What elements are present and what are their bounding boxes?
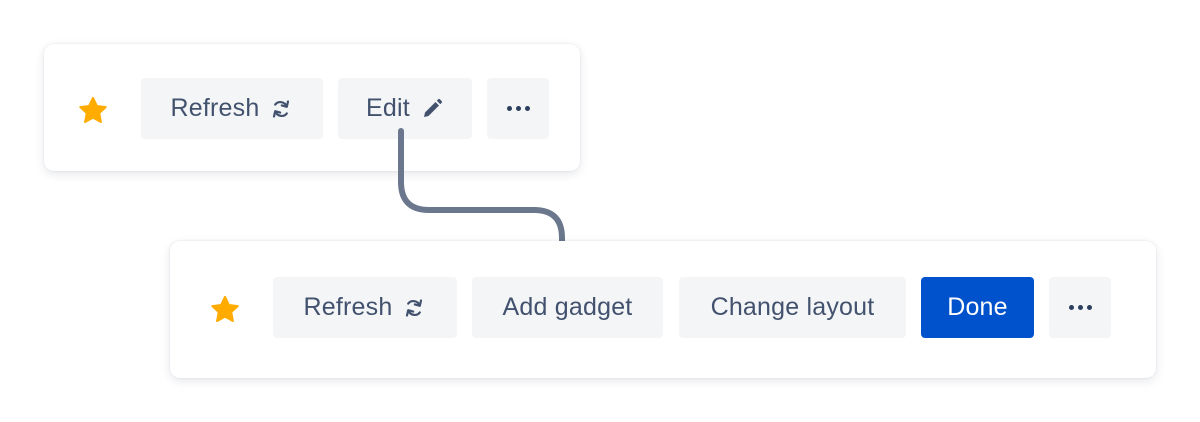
more-icon (506, 106, 530, 111)
edit-button-label: Edit (366, 94, 410, 122)
refresh-icon (273, 99, 290, 118)
refresh-icon (406, 298, 423, 317)
done-button[interactable]: Done (921, 277, 1034, 338)
refresh-button-label: Refresh (303, 293, 393, 321)
pencil-icon (423, 98, 442, 117)
refresh-button-label: Refresh (170, 94, 260, 122)
change-layout-button[interactable]: Change layout (679, 277, 906, 338)
refresh-button[interactable]: Refresh (141, 78, 323, 139)
star-icon[interactable] (209, 294, 241, 326)
done-button-label: Done (947, 293, 1008, 321)
star-icon[interactable] (77, 95, 109, 127)
more-actions-button[interactable] (1049, 277, 1111, 338)
edit-button[interactable]: Edit (338, 78, 472, 139)
refresh-button[interactable]: Refresh (273, 277, 457, 338)
add-gadget-button-label: Add gadget (502, 293, 633, 321)
add-gadget-button[interactable]: Add gadget (472, 277, 663, 338)
change-layout-button-label: Change layout (710, 293, 875, 321)
more-icon (1068, 305, 1092, 310)
more-actions-button[interactable] (487, 78, 549, 139)
